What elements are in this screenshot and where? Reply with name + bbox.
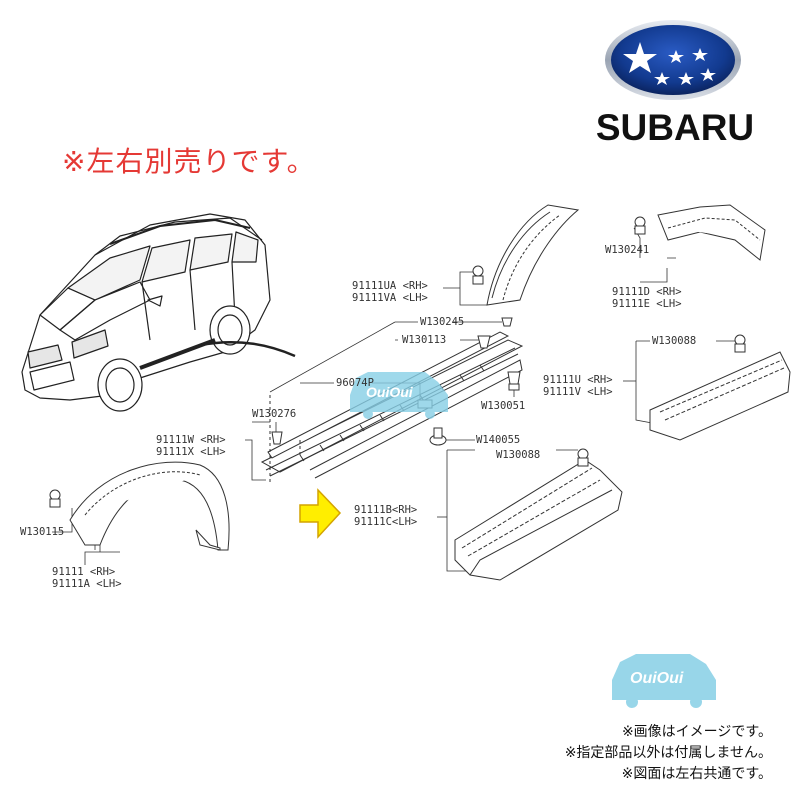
part-label-91111u: 91111U <RH>: [543, 374, 613, 386]
part-label-w130088-right: W130088: [652, 335, 697, 347]
part-label-91111w: 91111W <RH>: [156, 434, 226, 446]
rear-fender-flare-upper: [472, 204, 580, 306]
part-label-w130245: W130245: [420, 316, 465, 328]
side-sill-cover-target: [454, 448, 623, 581]
rear-fender-flare-lower: [49, 461, 230, 551]
subaru-emblem-logo: [605, 20, 741, 100]
part-label-91111e: 91111E <LH>: [612, 298, 682, 310]
vehicle-illustration: [21, 213, 296, 412]
watermark-badge-bottom: [612, 654, 716, 708]
part-label-w130113: W130113: [402, 334, 447, 346]
footnote-included-parts: ※指定部品以外は付属しません。: [564, 745, 772, 761]
part-label-91111x: 91111X <LH>: [156, 446, 226, 458]
part-label-91111d: 91111D <RH>: [612, 286, 682, 298]
part-label-91111: 91111 <RH>: [52, 566, 116, 578]
footnotes: ※画像はイメージです。 ※指定部品以外は付属しません。 ※図面は左右共通です。: [565, 722, 772, 785]
part-label-91111c: 91111C<LH>: [354, 516, 418, 528]
footnote-symmetry: ※図面は左右共通です。: [621, 766, 772, 782]
part-label-91111a: 91111A <LH>: [52, 578, 122, 590]
part-label-96074p: 96074P: [336, 377, 374, 389]
watermark-badge-center: [350, 372, 448, 419]
brand-name: SUBARU: [595, 107, 755, 148]
watermark-text-center: OuiOui: [366, 384, 413, 400]
part-label-w130051: W130051: [481, 400, 526, 412]
watermark-text-bottom: OuiOui: [630, 670, 684, 687]
part-label-w130241: W130241: [605, 244, 650, 256]
part-label-w140055: W140055: [476, 434, 521, 446]
part-label-91111ua: 91111UA <RH>: [352, 280, 428, 292]
footnote-image: ※画像はイメージです。: [621, 724, 772, 740]
side-sill-cover-right: [649, 334, 791, 441]
part-label-w130088-bottom: W130088: [496, 449, 541, 461]
part-label-91111b: 91111B<RH>: [354, 504, 418, 516]
highlight-arrow: [299, 488, 342, 539]
part-label-w130115: W130115: [20, 526, 65, 538]
part-label-w130276: W130276: [252, 408, 297, 420]
part-label-91111va: 91111VA <LH>: [352, 292, 428, 304]
front-fender-flare-right: [634, 204, 766, 261]
sold-separately-notice: ※左右別売りです。: [62, 145, 316, 178]
part-label-91111v: 91111V <LH>: [543, 386, 613, 398]
